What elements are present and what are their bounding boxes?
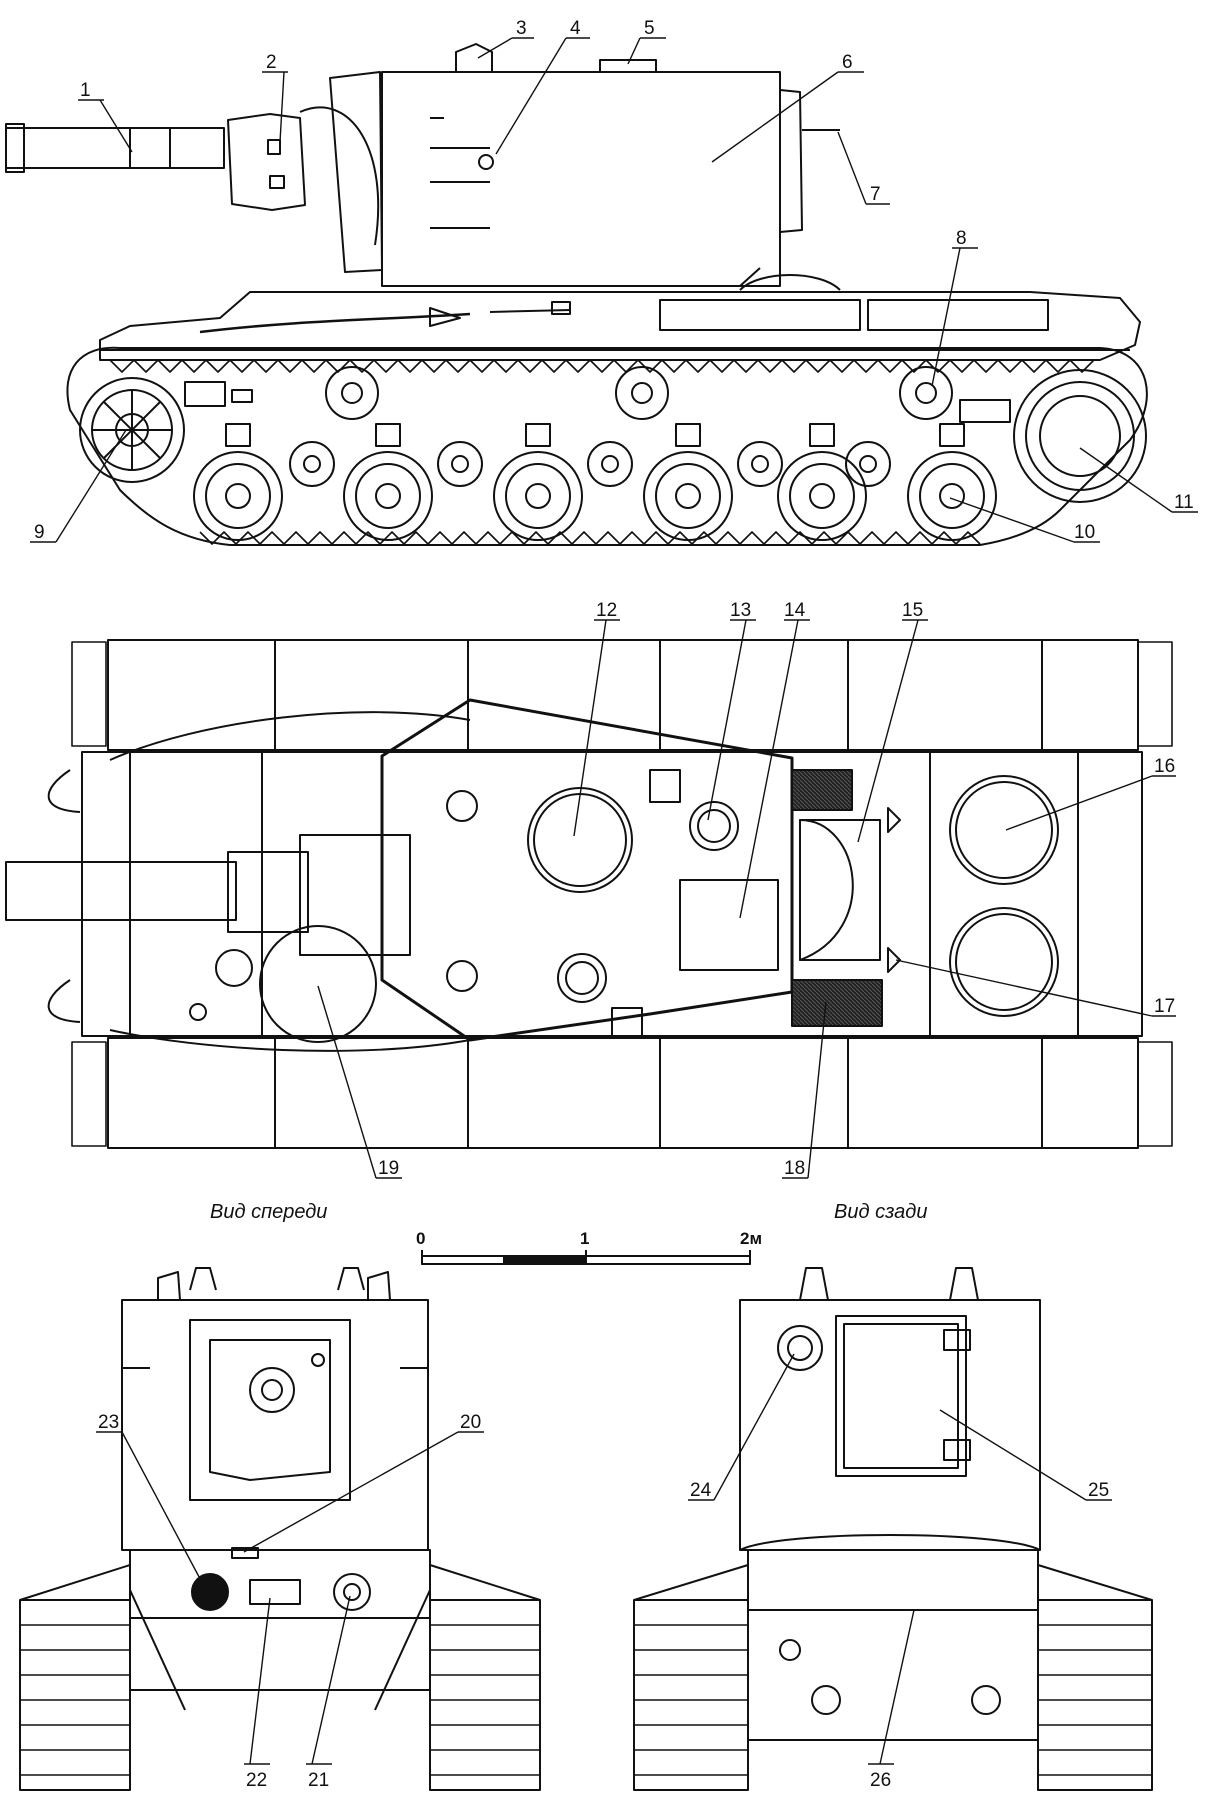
callout-24: 24 <box>690 1480 712 1501</box>
callout-11: 11 <box>1174 492 1194 513</box>
rear-view <box>633 1267 1153 1791</box>
callout-14: 14 <box>784 600 806 621</box>
rear-hatch <box>835 1315 967 1477</box>
callout-4: 4 <box>570 18 581 39</box>
drive-sprocket <box>959 369 1147 503</box>
leader-lines <box>30 37 1198 1765</box>
callout-2: 2 <box>266 52 277 73</box>
front-track-left <box>19 1599 131 1791</box>
hull <box>99 291 1141 361</box>
rear-track-left <box>633 1599 749 1791</box>
top-fender-lower <box>107 1037 1139 1149</box>
top-fender-upper <box>107 639 1139 751</box>
rear-track-right <box>1037 1599 1153 1791</box>
top-view <box>5 639 1173 1149</box>
scale-tick-2: 2м <box>740 1229 762 1248</box>
scale-bar <box>421 1250 751 1265</box>
rear-turret <box>739 1299 1041 1551</box>
callout-26: 26 <box>870 1770 891 1791</box>
road-wheels <box>193 423 997 541</box>
side-view <box>5 43 1148 546</box>
callout-13: 13 <box>730 600 751 621</box>
callout-9: 9 <box>34 522 45 543</box>
callout-15: 15 <box>902 600 923 621</box>
front-hull <box>129 1549 431 1691</box>
callout-3: 3 <box>516 18 527 39</box>
idler-wheel <box>79 377 185 483</box>
front-mantlet <box>209 1339 331 1481</box>
return-rollers <box>325 366 953 420</box>
front-view <box>19 1267 541 1791</box>
track <box>66 346 1148 546</box>
callout-18: 18 <box>784 1158 805 1179</box>
hull-deck <box>81 751 1143 1037</box>
callout-7: 7 <box>870 184 881 205</box>
callout-22: 22 <box>246 1770 267 1791</box>
callout-19: 19 <box>378 1158 399 1179</box>
gun-mantlet <box>227 113 306 211</box>
front-track-right <box>429 1599 541 1791</box>
rear-view-caption: Вид сзади <box>834 1201 927 1223</box>
callout-6: 6 <box>842 52 853 73</box>
callout-17: 17 <box>1154 996 1175 1017</box>
callout-20: 20 <box>460 1412 481 1433</box>
callout-8: 8 <box>956 228 967 249</box>
callout-10: 10 <box>1074 522 1095 543</box>
callout-12: 12 <box>596 600 617 621</box>
callout-16: 16 <box>1154 756 1175 777</box>
callout-25: 25 <box>1088 1480 1109 1501</box>
gun-barrel <box>5 127 225 169</box>
callout-1: 1 <box>80 80 91 101</box>
turret <box>381 71 781 287</box>
scale-tick-1: 1 <box>580 1229 589 1248</box>
callout-5: 5 <box>644 18 655 39</box>
front-view-caption: Вид спереди <box>210 1201 327 1223</box>
callout-23: 23 <box>98 1412 119 1433</box>
small-rollers <box>289 441 891 487</box>
turret-roof <box>380 698 794 1042</box>
callout-21: 21 <box>308 1770 329 1791</box>
scale-tick-0: 0 <box>416 1229 425 1248</box>
front-turret <box>121 1299 429 1551</box>
callout-labels: 1 2 3 4 5 6 7 8 9 10 11 12 13 14 15 16 1… <box>34 18 1194 1791</box>
